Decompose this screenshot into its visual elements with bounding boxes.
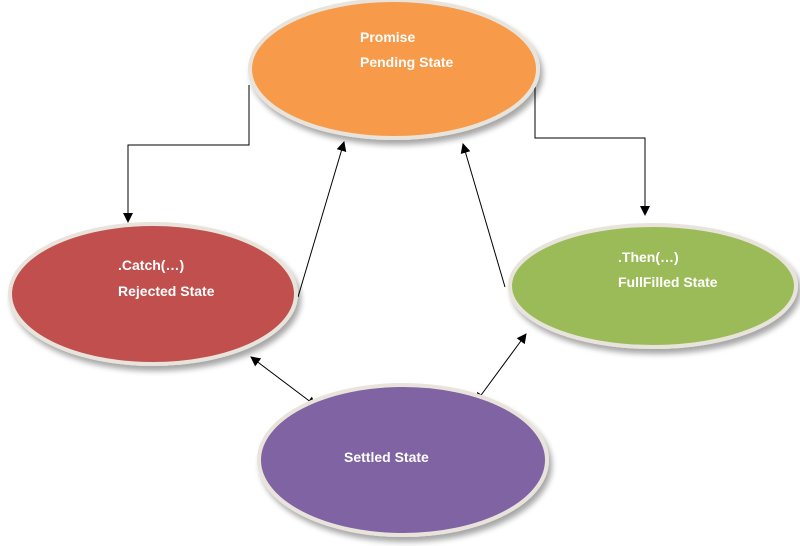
node-promise-line2: Pending State <box>360 54 454 70</box>
node-settled-shape <box>257 383 549 537</box>
node-then-line1: .Then(…) <box>618 249 679 265</box>
node-then-line2: FullFilled State <box>618 274 718 290</box>
connectors <box>123 80 650 407</box>
node-promise-line1: Promise <box>360 29 415 45</box>
edge-catch-to-promise <box>297 141 347 298</box>
node-promise-shape <box>248 0 540 140</box>
node-settled <box>257 383 549 537</box>
node-then-fulfilled <box>508 223 798 349</box>
node-catch-line1: .Catch(…) <box>118 257 184 273</box>
edge-then-settled <box>475 333 527 403</box>
edge-catch-settled <box>250 356 317 407</box>
node-catch-rejected <box>8 222 298 366</box>
node-promise-pending <box>248 0 540 140</box>
edge-promise-to-then <box>534 80 650 216</box>
edge-then-to-promise <box>460 143 506 288</box>
edge-promise-to-catch <box>123 85 250 223</box>
node-then-shape <box>508 223 798 349</box>
node-settled-line1: Settled State <box>344 449 429 465</box>
node-catch-shape <box>8 222 298 366</box>
node-catch-line2: Rejected State <box>118 283 215 299</box>
